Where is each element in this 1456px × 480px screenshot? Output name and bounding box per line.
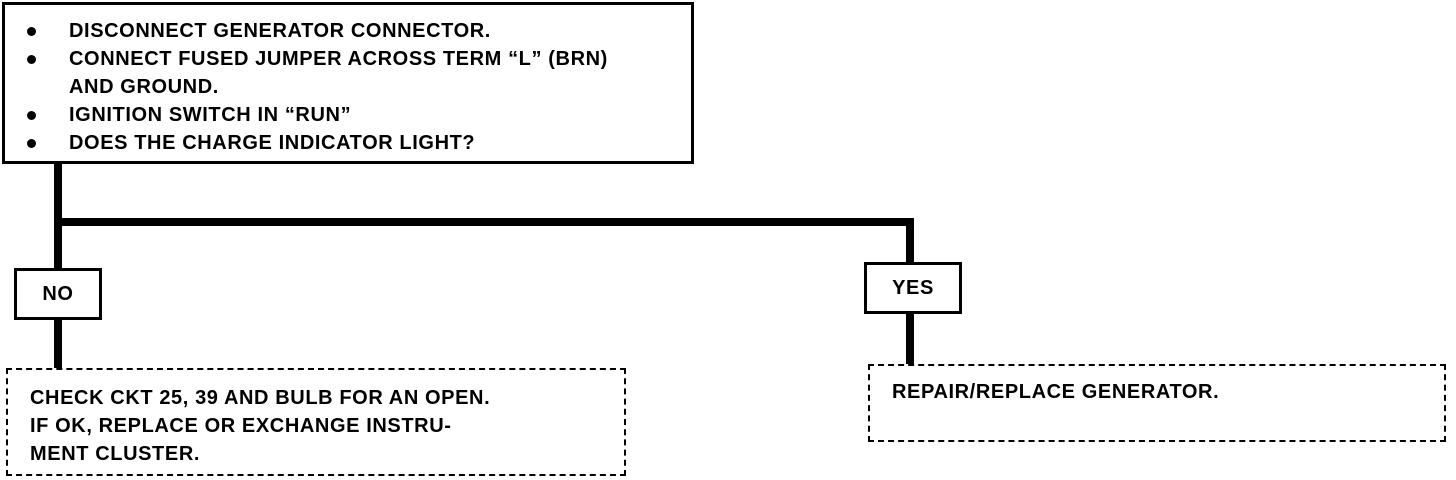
step-item: DISCONNECT GENERATOR CONNECTOR.	[5, 17, 691, 45]
yes-result-connector	[906, 314, 914, 366]
bullet-icon	[27, 55, 36, 64]
yes-label: YES	[892, 277, 934, 299]
branch-horizontal-connector	[54, 218, 914, 226]
step-item: IGNITION SWITCH IN “RUN”	[5, 101, 691, 129]
result-line: IF OK, REPLACE OR EXCHANGE INSTRU-	[30, 415, 452, 437]
no-label: NO	[42, 283, 74, 305]
trunk-connector	[54, 162, 62, 268]
bullet-icon	[27, 27, 36, 36]
yes-label-box: YES	[864, 262, 962, 314]
step-list: DISCONNECT GENERATOR CONNECTOR. CONNECT …	[5, 17, 691, 157]
no-label-box: NO	[14, 268, 102, 320]
result-line: REPAIR/REPLACE GENERATOR.	[892, 381, 1220, 403]
question-box: DISCONNECT GENERATOR CONNECTOR. CONNECT …	[2, 2, 694, 164]
no-result-box: CHECK CKT 25, 39 AND BULB FOR AN OPEN. I…	[6, 368, 626, 476]
result-line: CHECK CKT 25, 39 AND BULB FOR AN OPEN.	[30, 387, 491, 409]
step-item: CONNECT FUSED JUMPER ACROSS TERM “L” (BR…	[5, 45, 691, 101]
result-line: MENT CLUSTER.	[30, 443, 201, 465]
bullet-icon	[27, 111, 36, 120]
yes-result-box: REPAIR/REPLACE GENERATOR.	[868, 364, 1446, 442]
yes-down-connector	[906, 218, 914, 262]
step-item: DOES THE CHARGE INDICATOR LIGHT?	[5, 129, 691, 157]
no-result-connector	[54, 318, 62, 370]
bullet-icon	[27, 139, 36, 148]
